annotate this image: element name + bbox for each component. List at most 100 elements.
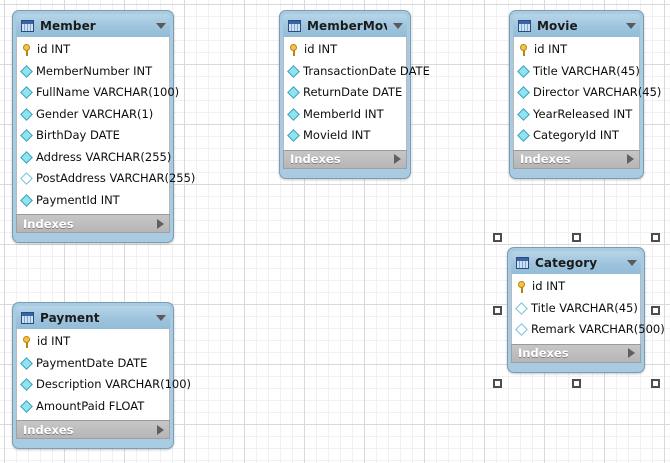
table-icon — [288, 19, 301, 32]
column-row[interactable]: Gender VARCHAR(1) — [17, 104, 169, 126]
column-row[interactable]: PaymentId INT — [17, 190, 169, 212]
column-row[interactable]: TransactionDate DATE — [284, 61, 430, 83]
column-label: Director VARCHAR(45) — [533, 85, 662, 99]
column-row[interactable]: id INT — [512, 276, 640, 298]
column-row[interactable]: AmountPaid FLOAT — [17, 396, 169, 418]
entity-table-membermovie[interactable]: MemberMovie id INT TransactionDate DATE Ret… — [279, 10, 430, 179]
column-row[interactable]: YearReleased INT — [514, 104, 639, 126]
resize-handle-e[interactable] — [650, 305, 660, 315]
column-row[interactable]: id INT — [17, 39, 169, 61]
column-label: TransactionDate DATE — [303, 63, 430, 78]
resize-handle-se[interactable] — [650, 378, 660, 388]
column-row[interactable]: FullName VARCHAR(100) — [17, 82, 179, 104]
column-label: MovieId INT — [303, 128, 371, 142]
chevron-down-icon[interactable] — [627, 259, 637, 266]
key-icon — [517, 280, 527, 293]
indexes-label: Indexes — [520, 152, 571, 166]
entity-header-category[interactable]: Category — [511, 251, 641, 274]
column-label: id INT — [37, 42, 71, 56]
diamond-icon — [20, 172, 33, 186]
entity-table-member[interactable]: Member id INT MemberNumber INT FullName VAR… — [12, 10, 195, 243]
column-row[interactable]: Remark VARCHAR(500) — [512, 319, 665, 341]
column-row[interactable]: MemberNumber INT — [17, 61, 169, 83]
column-label: Address VARCHAR(255) — [36, 149, 172, 164]
indexes-section-member[interactable]: Indexes — [16, 214, 170, 233]
column-row[interactable]: id INT — [514, 39, 639, 61]
column-row[interactable]: CategoryId INT — [514, 125, 639, 147]
column-label: FullName VARCHAR(100) — [36, 85, 180, 99]
indexes-section-membermovie[interactable]: Indexes — [283, 149, 407, 169]
diamond-icon — [20, 107, 33, 121]
diamond-icon — [20, 129, 33, 143]
column-label: YearReleased INT — [533, 106, 633, 121]
column-label: Title VARCHAR(45) — [533, 63, 640, 78]
entity-table-movie[interactable]: Movie id INT Title VARCHAR(45) Director VAR… — [509, 10, 661, 179]
column-label: BirthDay DATE — [36, 128, 120, 142]
column-label: PostAddress VARCHAR(255) — [36, 171, 196, 185]
chevron-right-icon[interactable] — [157, 218, 164, 229]
chevron-right-icon[interactable] — [157, 424, 164, 435]
column-row[interactable]: MemberId INT — [284, 104, 406, 126]
key-icon — [22, 335, 32, 348]
entity-header-payment[interactable]: Payment — [16, 306, 170, 329]
key-icon — [289, 43, 299, 56]
column-row[interactable]: PaymentDate DATE — [17, 353, 169, 375]
diamond-icon — [20, 356, 33, 370]
entity-columns-membermovie: id INT TransactionDate DATE ReturnDate DAT… — [283, 37, 430, 150]
column-row[interactable]: ReturnDate DATE — [284, 82, 406, 104]
resize-handle-n[interactable] — [571, 232, 581, 242]
column-label: CategoryId INT — [533, 128, 619, 142]
chevron-down-icon[interactable] — [393, 22, 403, 29]
resize-handle-ne[interactable] — [650, 232, 660, 242]
entity-header-membermovie[interactable]: MemberMovie — [283, 14, 407, 37]
resize-handle-w[interactable] — [492, 305, 502, 315]
resize-handle-sw[interactable] — [492, 378, 502, 388]
table-icon — [21, 19, 34, 32]
column-label: id INT — [37, 334, 71, 348]
entity-header-movie[interactable]: Movie — [513, 14, 640, 37]
resize-handle-s[interactable] — [571, 378, 581, 388]
column-label: id INT — [534, 42, 568, 56]
table-icon — [516, 256, 529, 269]
entity-columns-movie: id INT Title VARCHAR(45) Director VARCHAR(… — [513, 37, 661, 150]
indexes-section-category[interactable]: Indexes — [511, 343, 641, 363]
diamond-icon — [515, 301, 528, 315]
column-row[interactable]: Description VARCHAR(100) — [17, 374, 191, 396]
indexes-section-movie[interactable]: Indexes — [513, 149, 640, 169]
key-icon — [22, 43, 32, 56]
diamond-icon — [517, 86, 530, 100]
chevron-right-icon[interactable] — [394, 154, 401, 164]
chevron-right-icon[interactable] — [627, 154, 634, 164]
indexes-label: Indexes — [518, 346, 569, 360]
key-icon — [519, 43, 529, 56]
indexes-label: Indexes — [290, 152, 341, 166]
indexes-section-payment[interactable]: Indexes — [16, 420, 170, 439]
column-row[interactable]: Title VARCHAR(45) — [514, 61, 640, 83]
column-label: Remark VARCHAR(500) — [531, 322, 665, 336]
diamond-icon — [20, 399, 33, 413]
entity-title-membermovie: MemberMovie — [307, 18, 387, 33]
chevron-down-icon[interactable] — [626, 22, 636, 29]
column-row[interactable]: id INT — [17, 331, 169, 353]
column-row[interactable]: MovieId INT — [284, 125, 406, 147]
entity-header-member[interactable]: Member — [16, 14, 170, 37]
chevron-right-icon[interactable] — [628, 348, 635, 358]
column-row[interactable]: Director VARCHAR(45) — [514, 82, 661, 104]
diamond-icon — [20, 193, 33, 207]
column-row[interactable]: Title VARCHAR(45) — [512, 298, 640, 320]
chevron-down-icon[interactable] — [156, 22, 166, 29]
column-row[interactable]: BirthDay DATE — [17, 125, 169, 147]
column-row[interactable]: id INT — [284, 39, 406, 61]
diamond-icon — [20, 64, 33, 78]
diamond-icon — [20, 86, 33, 100]
column-row[interactable]: Address VARCHAR(255) — [17, 147, 172, 169]
table-icon — [21, 311, 34, 324]
column-row[interactable]: PostAddress VARCHAR(255) — [17, 168, 195, 190]
resize-handle-nw[interactable] — [492, 232, 502, 242]
chevron-down-icon[interactable] — [156, 314, 166, 321]
